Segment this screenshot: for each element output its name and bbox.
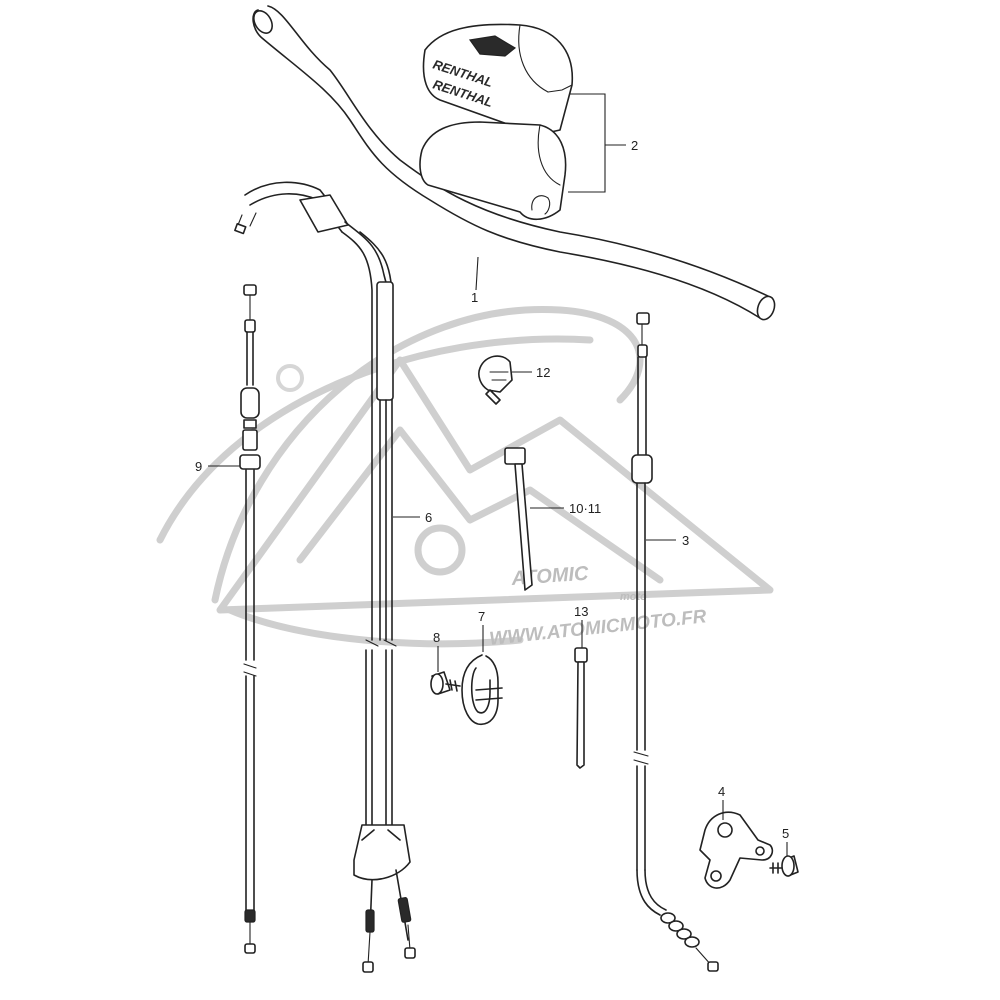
callout-12: 12 (512, 365, 550, 380)
callout-1: 1 (471, 256, 479, 305)
cable-clip-7 (461, 654, 503, 725)
bar-pad-foam (419, 121, 567, 221)
callout-8-label: 8 (433, 630, 440, 645)
watermark-logo-sub: moto (620, 591, 647, 603)
throttle-junction-block (353, 824, 411, 881)
clutch-cable-boot (631, 454, 653, 484)
callout-2: 2 (568, 93, 638, 193)
bolt-5 (769, 855, 799, 877)
bolt-8 (430, 671, 461, 695)
callout-10-11-label: 10·11 (569, 501, 601, 516)
callout-1-label: 1 (471, 290, 478, 305)
callout-7: 7 (478, 609, 485, 652)
handlebar-end-left (253, 10, 273, 34)
watermark-logo-text: ATOMIC (510, 563, 590, 590)
throttle-cable-sleeve (376, 281, 394, 401)
callout-9-label: 9 (195, 459, 202, 474)
watermark-url: WWW.ATOMICMOTO.FR (488, 606, 707, 650)
handlebar-end (756, 295, 776, 321)
callout-4: 4 (718, 784, 725, 820)
callout-13: 13 (574, 604, 588, 648)
clutch-cable (631, 312, 719, 972)
callout-5: 5 (782, 826, 789, 856)
callout-5-label: 5 (782, 826, 789, 841)
callout-9: 9 (195, 459, 240, 474)
callout-12-label: 12 (536, 365, 550, 380)
handlebar (252, 5, 776, 321)
cable-9 (239, 284, 261, 954)
tie-strap-10-11 (504, 447, 533, 591)
bar-pad-cover (422, 23, 574, 134)
callout-4-label: 4 (718, 784, 725, 799)
callout-6: 6 (393, 510, 432, 525)
bracket-4 (699, 811, 774, 889)
callout-13-label: 13 (574, 604, 588, 619)
bar-pad: RENTHAL RENTHAL (419, 23, 574, 221)
cable-9-adjuster (240, 387, 260, 419)
callout-7-label: 7 (478, 609, 485, 624)
callout-3: 3 (646, 533, 689, 548)
callout-8: 8 (433, 630, 440, 672)
watermark-logo: ATOMIC moto WWW.ATOMICMOTO.FR (156, 305, 774, 650)
clutch-cable-spring (660, 912, 700, 948)
cable-clamp-12 (478, 355, 513, 405)
callout-3-label: 3 (682, 533, 689, 548)
callout-6-label: 6 (425, 510, 432, 525)
throttle-cable-assembly (234, 181, 416, 973)
callout-2-label: 2 (631, 138, 638, 153)
callout-10-11: 10·11 (530, 501, 601, 516)
cable-tie-13 (574, 647, 588, 769)
